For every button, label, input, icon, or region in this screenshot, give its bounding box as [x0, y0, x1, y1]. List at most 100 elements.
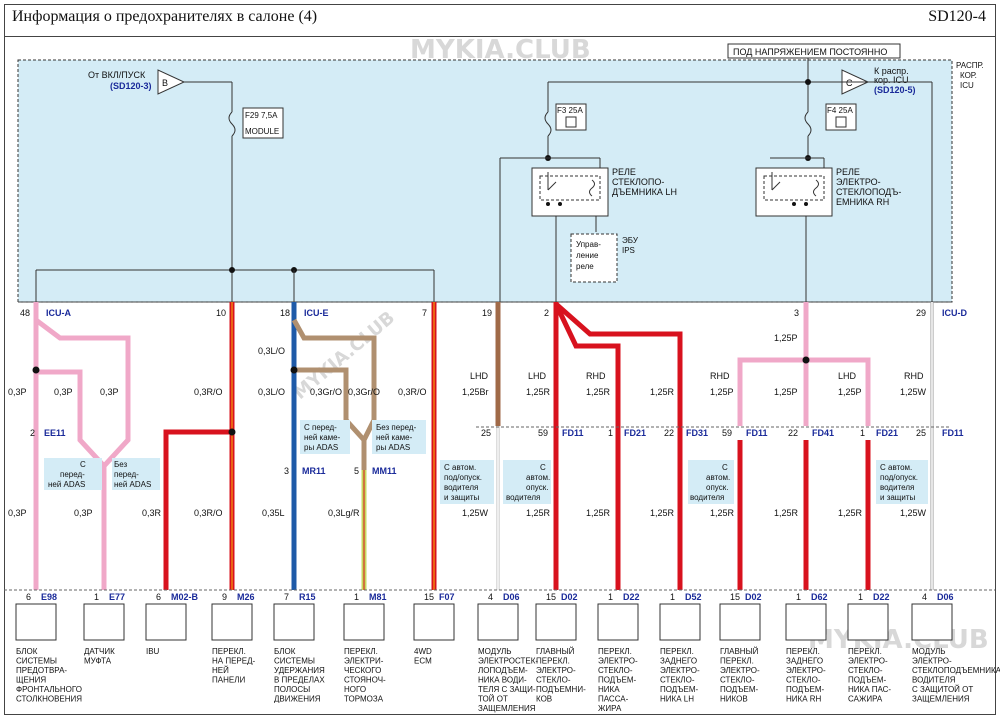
note-auto1-3: водителя	[444, 483, 478, 492]
mm11-wire-label: 0,3Lg/R	[328, 508, 360, 518]
bottom-connector: D52	[685, 592, 702, 602]
note-without-cam-1: Без перед-	[376, 423, 417, 432]
fd-fd41-conn: FD41	[812, 428, 834, 438]
component-label: САЖИРА	[848, 695, 883, 704]
component-label: СИСТЕМЫ	[16, 657, 57, 666]
component-label: СТОЛКНОВЕНИЯ	[16, 695, 82, 704]
component-label: ПОДЪЕМ-	[786, 685, 825, 694]
bottom-connector: D06	[503, 592, 520, 602]
pin-2: 2	[544, 308, 549, 318]
fd-25b-wire: 1,25W	[900, 508, 927, 518]
bottom-pin: 7	[284, 592, 289, 602]
w3-lhd-label: LHD	[838, 371, 857, 381]
note-with-cam-3: ры ADAS	[304, 443, 338, 452]
component-box	[15, 603, 57, 641]
mr11-wire-label: 0,35L	[262, 508, 285, 518]
w3-b-label: 1,25P	[774, 387, 798, 397]
note-auto2-2: автом.	[526, 473, 550, 482]
component-label: НИКОВ	[720, 695, 748, 704]
relay-rh-box	[755, 167, 833, 217]
component-label: БЛОК	[16, 647, 38, 656]
component-label: ТОЙ ОТ	[478, 695, 508, 704]
w3-a-label: 1,25P	[710, 387, 734, 397]
w2-rhd-label: RHD	[586, 371, 606, 381]
component-label: ЗАДНЕГО	[786, 657, 823, 666]
component-box	[343, 603, 385, 641]
component-label: ЭЛЕКТРО-	[660, 666, 700, 675]
component-label: ФРОНТАЛЬНОГО	[16, 685, 82, 694]
component-label: УДЕРЖАНИЯ	[274, 666, 325, 675]
fuse-f3-label: F3 25A	[557, 106, 583, 115]
ips-control-box	[570, 233, 618, 283]
fd-59a-pin: 59	[538, 428, 548, 438]
w7-label: 0,3R/O	[398, 387, 427, 397]
w3-label: 1,25P	[774, 333, 798, 343]
ips-ctrl-2: ление	[576, 251, 599, 260]
note-auto3-4: водителя	[690, 493, 724, 502]
header-divider	[4, 36, 995, 37]
page-title: Информация о предохранителях в салоне (4…	[12, 8, 318, 25]
bottom-pin: 4	[488, 592, 493, 602]
bottom-connector: D22	[873, 592, 890, 602]
box-label-1: РАСПР.	[956, 61, 984, 70]
bottom-pin: 9	[222, 592, 227, 602]
bottom-pin: 1	[858, 592, 863, 602]
note-auto3-3: опуск.	[706, 483, 728, 492]
wire-48-pink	[33, 302, 131, 590]
relay-rh-label-1: РЕЛЕ	[836, 167, 860, 177]
component-label: ПЕРЕКЛ.	[344, 647, 378, 656]
fd-59b-pin: 59	[722, 428, 732, 438]
component-label: СТЕКЛО-	[848, 666, 883, 675]
mr11-connector: MR11	[302, 466, 326, 476]
component-label: ТОРМОЗА	[344, 695, 384, 704]
bottom-connector: E98	[41, 592, 57, 602]
component-label: ЗАДНЕГО	[660, 657, 697, 666]
connector-icu-a: ICU-A	[46, 308, 71, 318]
box-label-2: КОР.	[960, 71, 977, 80]
w48-top-label: 0,3P	[8, 387, 27, 397]
w10-m26-label: 0,3R/O	[194, 508, 223, 518]
note-auto1-2: под/опуск.	[444, 473, 482, 482]
relay-lh-label-3: ДЪЕМНИКА LH	[612, 187, 677, 197]
component-label: ЩЕНИЯ	[16, 676, 46, 685]
component-label: ЭЛЕКТРО-	[848, 657, 888, 666]
component-label: ДАТЧИК	[84, 647, 115, 656]
ips-ctrl-3: реле	[576, 262, 594, 271]
fuse-f3-icon	[544, 111, 552, 137]
fd-25a-wire: 1,25W	[462, 508, 489, 518]
component-label: ПЕРЕКЛ.	[212, 647, 246, 656]
fd-22b-pin: 22	[788, 428, 798, 438]
to-icu-ref: (SD120-5)	[874, 85, 916, 95]
bottom-pin: 15	[730, 592, 740, 602]
fd-1a-wire: 1,25R	[586, 508, 611, 518]
note-without-adas-1: Без	[114, 460, 128, 469]
ips-label-1: ЭБУ	[622, 236, 639, 245]
fd-fd21b-conn: FD21	[876, 428, 898, 438]
connector-b-label: B	[162, 78, 168, 88]
w18-3-label: 0,3Gr/O	[310, 387, 342, 397]
component-box	[83, 603, 125, 641]
from-ign-label: От ВКЛ/ПУСК	[88, 70, 146, 80]
component-label: ПОДЪЕМНИ-	[536, 685, 586, 694]
fd-1b-pin: 1	[860, 428, 865, 438]
note-auto2-4: водителя	[506, 493, 540, 502]
fuse-f29-label: F29 7,5A	[245, 111, 278, 120]
component-label: ПЕРЕКЛ.	[720, 657, 754, 666]
component-label: ПОЛОСЫ	[274, 685, 310, 694]
component-box	[145, 603, 187, 641]
note-with-adas-1: С	[80, 460, 86, 469]
w29-rhd-label: RHD	[904, 371, 924, 381]
pin-29: 29	[916, 308, 926, 318]
note-auto2-3: опуск.	[526, 483, 548, 492]
from-ign-ref: (SD120-3)	[110, 81, 152, 91]
relay-lh-box	[531, 167, 609, 217]
to-icu-label-2: кор. ICU	[874, 75, 909, 85]
w48-right-label: 0,3P	[100, 387, 119, 397]
w2-b-label: 1,25R	[586, 387, 611, 397]
box-label-3: ICU	[960, 81, 974, 90]
component-box	[911, 603, 953, 641]
note-auto4-2: под/опуск.	[880, 473, 918, 482]
wire-3-pink	[737, 302, 871, 426]
